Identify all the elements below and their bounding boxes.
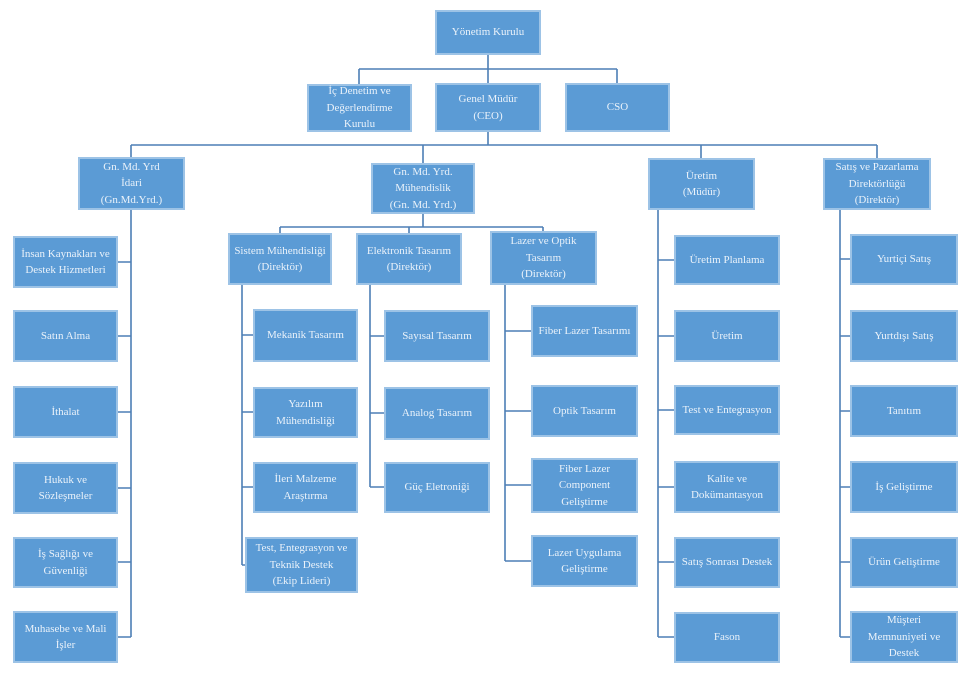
- node-urun-gelistirme: Ürün Geliştirme: [850, 537, 958, 588]
- node-guc-eletronigi: Güç Eletroniği: [384, 462, 490, 513]
- node-satin-alma: Satın Alma: [13, 310, 118, 362]
- node-analog-tasarim: Analog Tasarım: [384, 387, 490, 440]
- node-fason: Fason: [674, 612, 780, 663]
- node-is-sagligi-guvenligi: İş Sağlığı ve Güvenliği: [13, 537, 118, 588]
- node-yazilim-muhendisligi: Yazılım Mühendisliği: [253, 387, 358, 438]
- node-test-ve-entegrasyon: Test ve Entegrasyon: [674, 385, 780, 435]
- node-insan-kaynaklari: İnsan Kaynakları ve Destek Hizmetleri: [13, 236, 118, 288]
- node-sayisal-tasarim: Sayısal Tasarım: [384, 310, 490, 362]
- node-kalite-dokumantasyon: Kalite ve Dokümantasyon: [674, 461, 780, 513]
- node-ithalat: İthalat: [13, 386, 118, 438]
- node-fiber-lazer-component-gelistirme: Fiber Lazer Component Geliştirme: [531, 458, 638, 513]
- node-yurtici-satis: Yurtiçi Satış: [850, 234, 958, 285]
- node-yonetim-kurulu: Yönetim Kurulu: [435, 10, 541, 55]
- node-cso: CSO: [565, 83, 670, 132]
- node-musteri-memnuniyeti-destek: Müşteri Memnuniyeti ve Destek: [850, 611, 958, 663]
- node-ic-denetim-kurulu: İç Denetim ve Değerlendirme Kurulu: [307, 84, 412, 132]
- node-uretim-mudur: Üretim (Müdür): [648, 158, 755, 210]
- node-tanitim: Tanıtım: [850, 385, 958, 437]
- node-gn-md-yrd-idari: Gn. Md. Yrd İdari (Gn.Md.Yrd.): [78, 157, 185, 210]
- node-yurtdisi-satis: Yurtdışı Satış: [850, 310, 958, 362]
- node-fiber-lazer-tasarimi: Fiber Lazer Tasarımı: [531, 305, 638, 357]
- node-gn-md-yrd-muhendislik: Gn. Md. Yrd. Mühendislik (Gn. Md. Yrd.): [371, 163, 475, 214]
- node-mekanik-tasarim: Mekanik Tasarım: [253, 309, 358, 362]
- node-lazer-uygulama-gelistirme: Lazer Uygulama Geliştirme: [531, 535, 638, 587]
- node-genel-mudur-ceo: Genel Müdür (CEO): [435, 83, 541, 132]
- node-lazer-optik-tasarim: Lazer ve Optik Tasarım (Direktör): [490, 231, 597, 285]
- node-elektronik-tasarim: Elektronik Tasarım (Direktör): [356, 233, 462, 285]
- node-satis-pazarlama-direktorlugu: Satış ve Pazarlama Direktörlüğü (Direktö…: [823, 158, 931, 210]
- node-uretim: Üretim: [674, 310, 780, 362]
- node-ileri-malzeme-arastirma: İleri Malzeme Araştırma: [253, 462, 358, 513]
- node-optik-tasarim: Optik Tasarım: [531, 385, 638, 437]
- node-hukuk-sozlesmeler: Hukuk ve Sözleşmeler: [13, 462, 118, 514]
- node-sistem-muhendisligi: Sistem Mühendisliği (Direktör): [228, 233, 332, 285]
- node-satis-sonrasi-destek: Satış Sonrası Destek: [674, 537, 780, 588]
- node-uretim-planlama: Üretim Planlama: [674, 235, 780, 285]
- node-is-gelistirme: İş Geliştirme: [850, 461, 958, 513]
- node-muhasebe-mali-isler: Muhasebe ve Mali İşler: [13, 611, 118, 663]
- node-test-entegrasyon-teknik-destek: Test, Entegrasyon ve Teknik Destek (Ekip…: [245, 537, 358, 593]
